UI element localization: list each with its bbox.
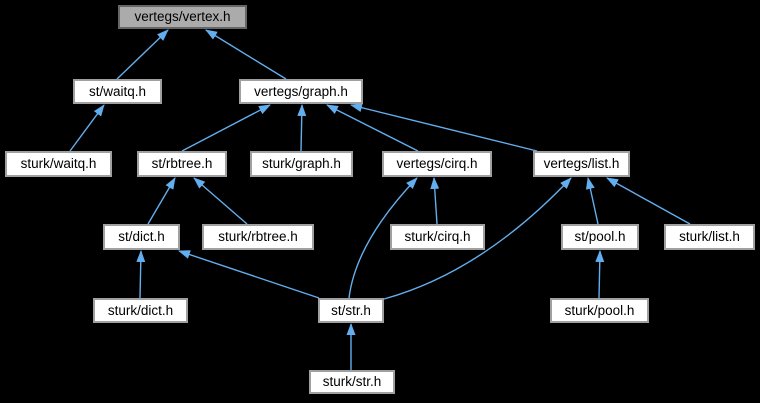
node-sturk-waitq-h[interactable]: sturk/waitq.h: [5, 151, 112, 177]
node-sturk-cirq-h[interactable]: sturk/cirq.h: [390, 224, 485, 250]
edge-st-dict-h-to-st-rbtree-h: [147, 177, 176, 225]
edge-sturk-rbtree-h-to-st-rbtree-h: [193, 177, 248, 225]
node-label: sturk/graph.h: [262, 156, 341, 172]
edge-sturk-graph-h-to-vertegs-graph-h: [297, 104, 307, 152]
edge-st-rbtree-h-to-vertegs-graph-h: [181, 104, 271, 152]
edge-st-str-h-to-vertegs-list-h: [383, 177, 572, 300]
node-st-dict-h[interactable]: st/dict.h: [103, 224, 180, 250]
node-label: st/pool.h: [574, 229, 626, 245]
edge-vertegs-cirq-h-to-vertegs-graph-h: [326, 104, 419, 152]
node-label: st/waitq.h: [88, 83, 147, 99]
node-label: sturk/rbtree.h: [218, 229, 298, 245]
node-label: vertegs/graph.h: [254, 83, 348, 99]
node-label: sturk/cirq.h: [404, 229, 471, 245]
edge-vertegs-list-h-to-vertegs-graph-h: [350, 103, 538, 152]
node-sturk-list-h[interactable]: sturk/list.h: [664, 224, 755, 250]
node-sturk-rbtree-h[interactable]: sturk/rbtree.h: [202, 224, 314, 250]
node-st-pool-h[interactable]: st/pool.h: [561, 224, 639, 250]
node-label: sturk/dict.h: [107, 302, 174, 318]
node-label: sturk/pool.h: [564, 302, 635, 318]
node-label: st/str.h: [331, 302, 371, 318]
edge-sturk-waitq-h-to-st-waitq-h: [69, 104, 105, 152]
node-vertegs-graph-h[interactable]: vertegs/graph.h: [239, 79, 363, 104]
edge-sturk-cirq-h-to-vertegs-cirq-h: [430, 177, 440, 225]
node-label: vertegs/vertex.h: [134, 9, 231, 25]
node-sturk-dict-h[interactable]: sturk/dict.h: [93, 298, 188, 323]
node-vertegs-cirq-h[interactable]: vertegs/cirq.h: [382, 151, 492, 177]
node-label: sturk/waitq.h: [20, 156, 97, 172]
node-label: sturk/list.h: [679, 229, 740, 245]
node-st-rbtree-h[interactable]: st/rbtree.h: [137, 151, 227, 177]
node-label: sturk/str.h: [322, 374, 382, 390]
edge-st-pool-h-to-vertegs-list-h: [585, 177, 599, 225]
node-label: st/rbtree.h: [151, 156, 213, 172]
node-label: vertegs/cirq.h: [396, 156, 478, 172]
node-vertegs-vertex-h[interactable]: vertegs/vertex.h: [118, 5, 247, 29]
node-st-str-h[interactable]: st/str.h: [318, 298, 384, 323]
node-label: st/dict.h: [118, 229, 165, 245]
node-sturk-graph-h[interactable]: sturk/graph.h: [250, 151, 353, 177]
edge-sturk-dict-h-to-st-dict-h: [136, 250, 146, 299]
node-sturk-pool-h[interactable]: sturk/pool.h: [550, 298, 649, 323]
node-label: vertegs/list.h: [543, 156, 620, 172]
node-vertegs-list-h[interactable]: vertegs/list.h: [533, 151, 630, 177]
edge-sturk-list-h-to-vertegs-list-h: [606, 177, 691, 225]
node-sturk-str-h[interactable]: sturk/str.h: [309, 370, 395, 394]
edge-sturk-pool-h-to-st-pool-h: [595, 250, 605, 299]
edge-vertegs-graph-h-to-vertegs-vertex-h: [205, 29, 287, 80]
edge-st-str-h-to-vertegs-cirq-h: [348, 177, 418, 299]
edge-st-str-h-to-st-dict-h: [178, 250, 320, 299]
edge-st-waitq-h-to-vertegs-vertex-h: [116, 29, 169, 80]
node-st-waitq-h[interactable]: st/waitq.h: [73, 79, 162, 104]
